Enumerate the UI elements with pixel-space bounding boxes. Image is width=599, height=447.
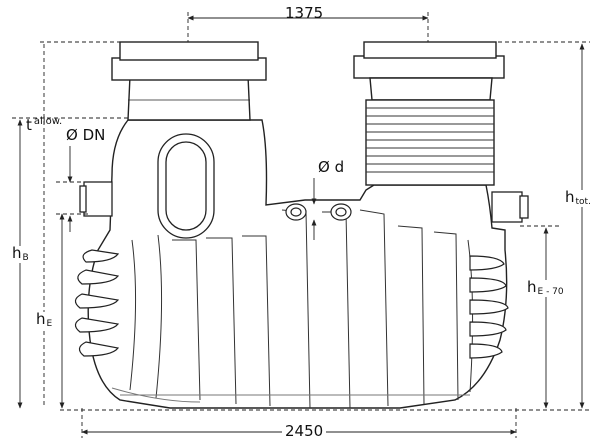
riser-corrugation — [366, 107, 494, 173]
body-ribs — [111, 209, 474, 409]
dim-h-tot: htot. — [565, 188, 591, 207]
dim-top-spacing: 1375 — [285, 4, 324, 22]
left-side-ribs — [74, 249, 120, 357]
left-riser — [111, 41, 267, 121]
dim-h-e70: hE - 70 — [527, 278, 564, 297]
right-riser — [353, 41, 505, 186]
dim-pipe-diameter: Ø d — [318, 158, 345, 176]
dim-nominal-diameter: Ø DN — [66, 126, 106, 144]
right-side-ribs — [469, 255, 509, 359]
inlet-pipe — [79, 181, 113, 217]
pipe-openings — [285, 203, 352, 221]
dim-h-e: hE — [36, 310, 53, 329]
dim-bottom-width: 2450 — [282, 424, 327, 439]
outlet-pipe — [491, 191, 529, 223]
dim-h-b: hB — [12, 244, 29, 263]
inspection-opening — [157, 133, 215, 239]
